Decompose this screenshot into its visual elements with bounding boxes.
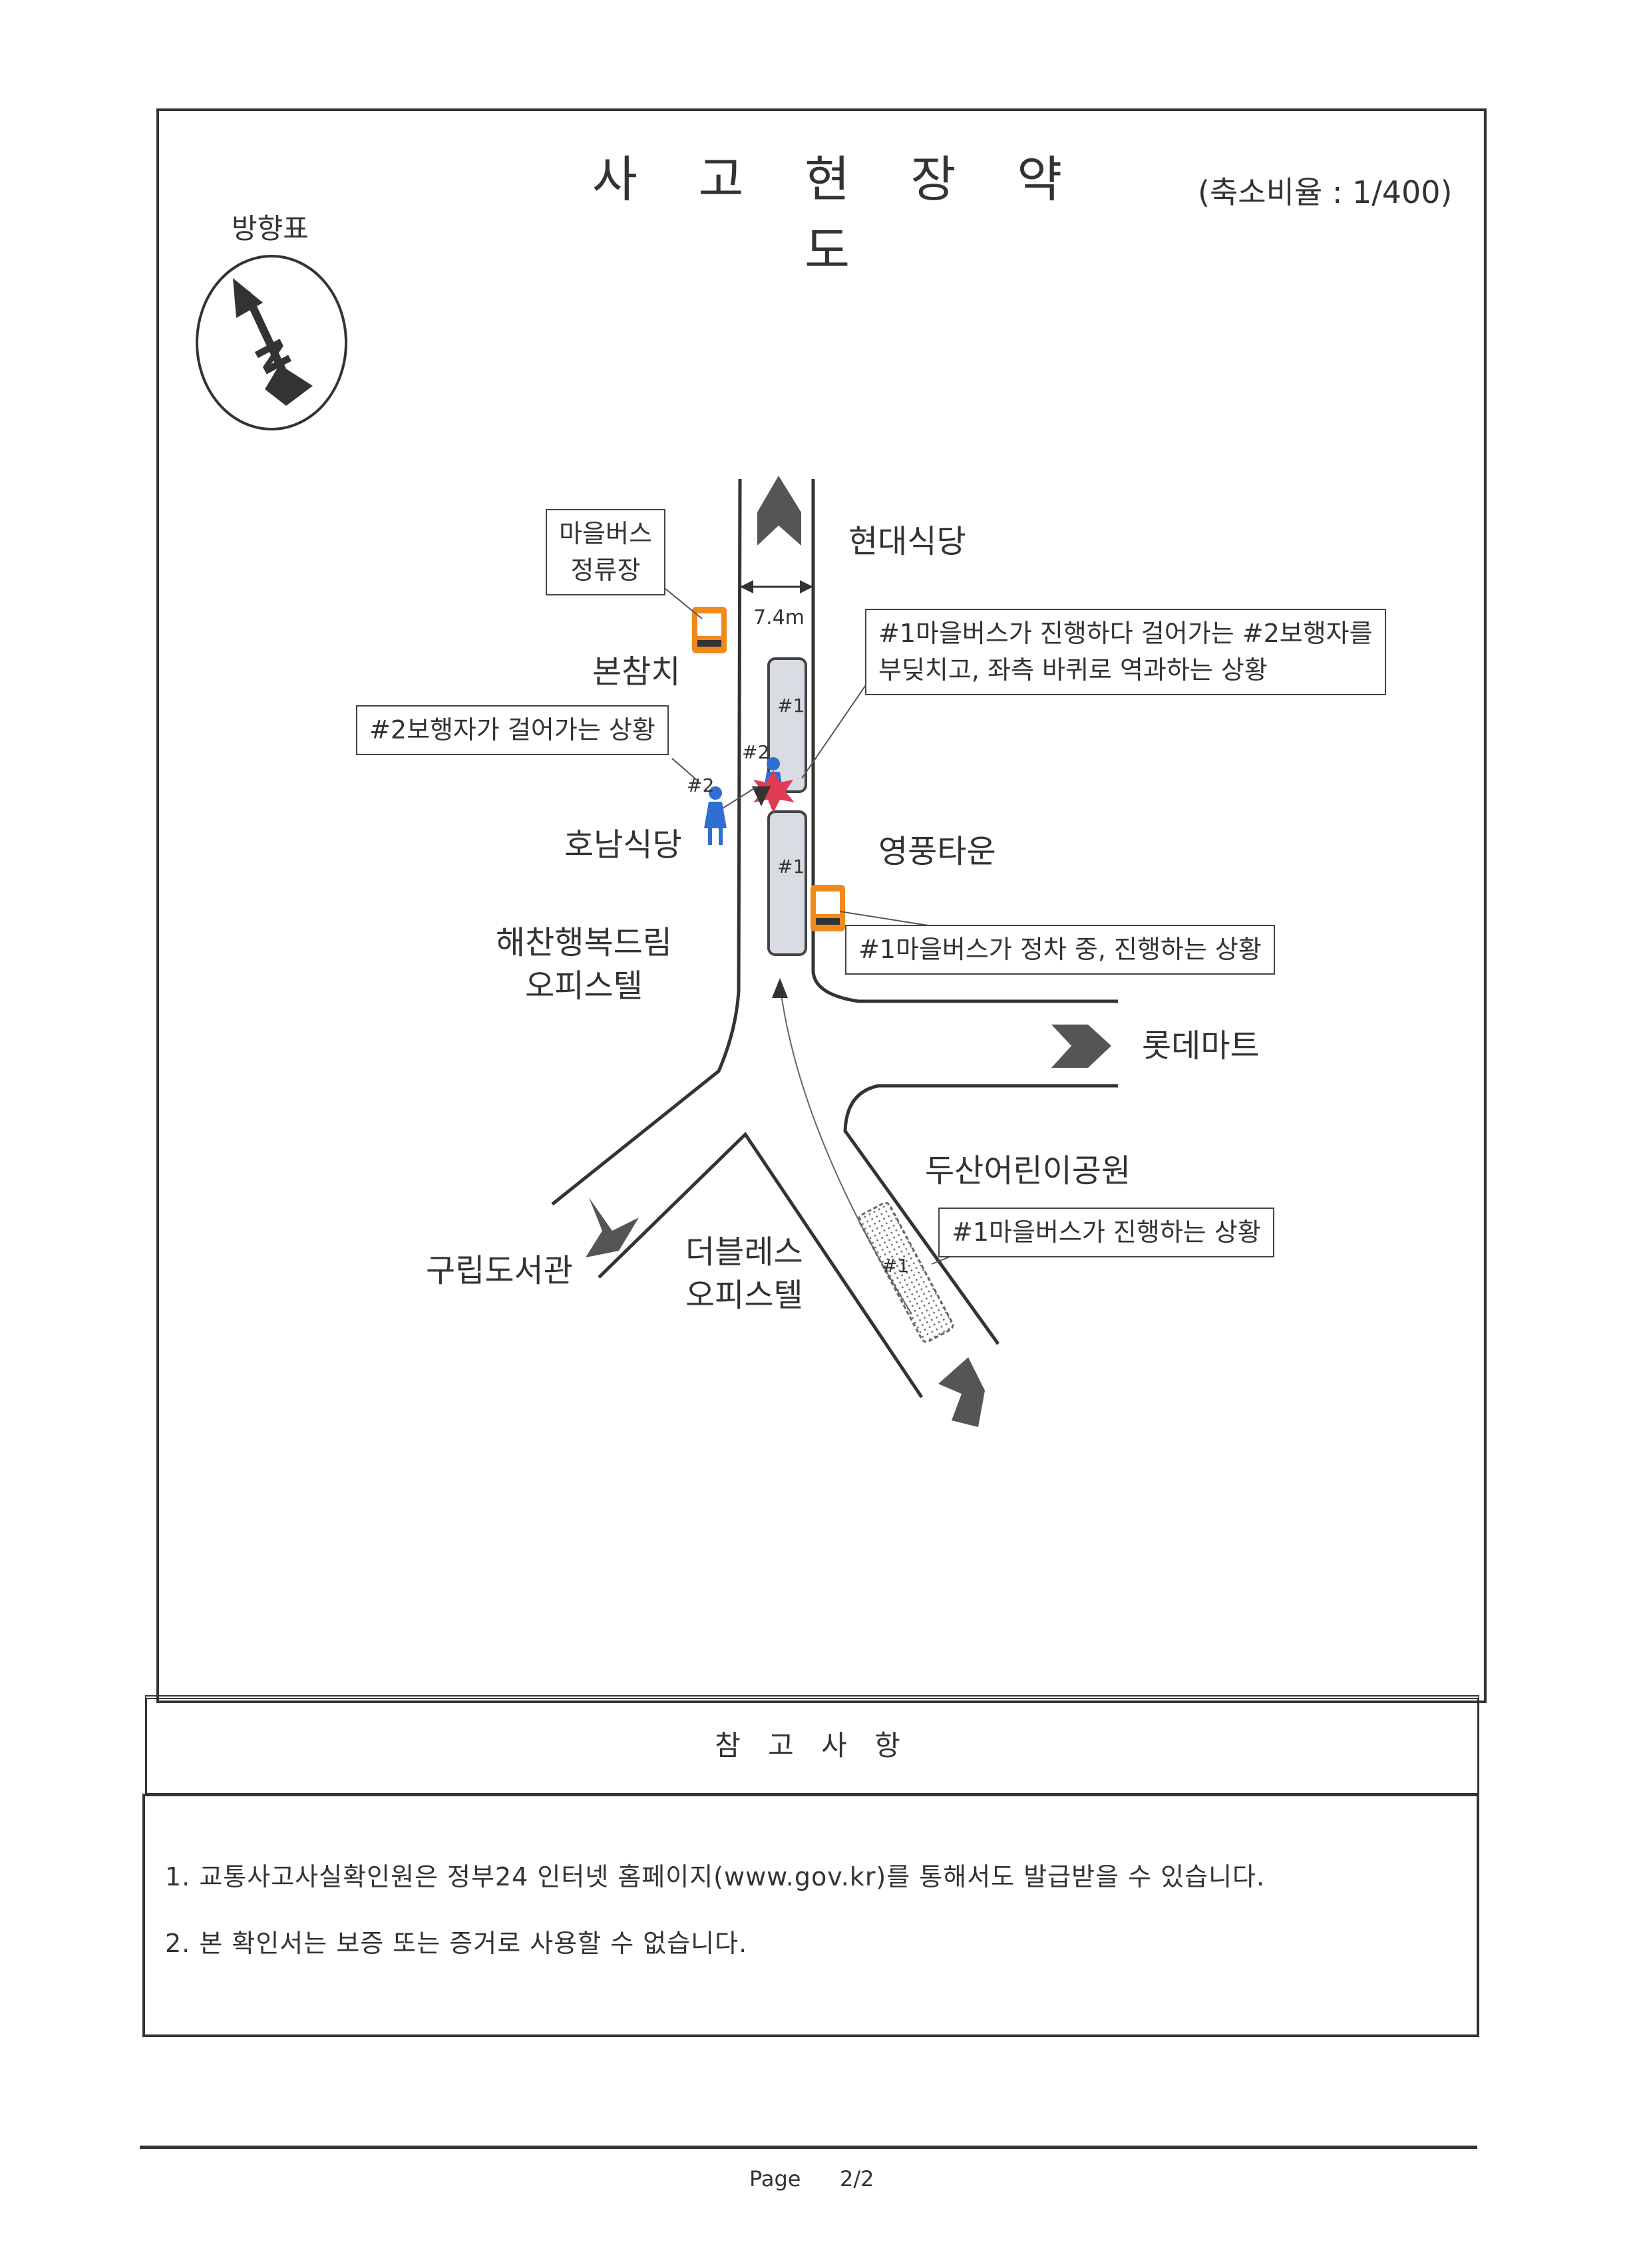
reference-note: 1. 교통사고사실확인원은 정부24 인터넷 홈페이지(www.gov.kr)를… <box>165 1862 1266 1891</box>
north-arrow-icon: N <box>196 255 347 430</box>
pedestrian-walking-icon <box>704 786 727 845</box>
north-road-arrow-icon <box>757 476 801 546</box>
bus-1-start-position <box>858 1202 954 1343</box>
impact-arrow-icon <box>752 786 771 806</box>
place-boncham: 본참치 <box>592 653 681 691</box>
diagram-frame <box>156 108 1487 1703</box>
place-hyundai-restaurant: 현대식당 <box>848 523 966 560</box>
place-honam-restaurant: 호남식당 <box>564 826 682 864</box>
callout-stopped: #1마을버스가 정차 중, 진행하는 상황 <box>845 925 1275 975</box>
bus-marker-label: #1 <box>777 856 805 878</box>
place-lotte-mart: 롯데마트 <box>1142 1027 1260 1064</box>
pedestrian-marker-label: #2 <box>687 774 714 796</box>
compass-label: 방향표 <box>232 212 309 245</box>
place-doubles-officetel: 더블레스 오피스텔 <box>685 1233 803 1314</box>
reference-body-frame <box>142 1794 1479 2037</box>
reference-title: 참 고 사 항 <box>715 1729 910 1762</box>
south-road-arrow-icon <box>938 1357 985 1427</box>
callout-pedestrian: #2보행자가 걸어가는 상황 <box>356 705 669 756</box>
bus-travel-path <box>779 984 912 1315</box>
bus-marker-label: #1 <box>777 695 805 717</box>
page-label: Page <box>749 2166 801 2191</box>
bus-1-stopped-position <box>767 810 807 956</box>
place-haechan-officetel: 해찬행복드림 오피스텔 <box>496 924 672 1005</box>
bus-1-collision-position <box>767 657 807 793</box>
pedestrian-marker-label: #2 <box>742 741 769 763</box>
place-doosan-park: 두산어린이공원 <box>925 1152 1131 1190</box>
bus-stop-icon <box>692 607 727 653</box>
road-width-label: 7.4m <box>753 606 805 629</box>
east-road-arrow-icon <box>1051 1025 1111 1068</box>
road-width-dimension <box>740 580 813 593</box>
page-number: 2/2 <box>840 2166 874 2191</box>
bus-marker-label: #1 <box>882 1255 909 1277</box>
place-yeongpung-town: 영풍타운 <box>878 833 996 870</box>
callout-moving: #1마을버스가 진행하는 상황 <box>938 1208 1274 1258</box>
collision-icon <box>753 770 795 813</box>
callout-bus-stop: 마을버스 정류장 <box>546 509 665 596</box>
bus-stop-icon <box>811 885 845 931</box>
page-title: 사 고 현 장 약 도 <box>592 151 1085 279</box>
west-road-arrow-icon <box>586 1198 639 1257</box>
scale-ratio: (축소비율 : 1/400) <box>1198 174 1453 210</box>
callout-collision: #1마을버스가 진행하다 걸어가는 #2보행자를 부딪치고, 좌측 바퀴로 역과… <box>865 609 1386 696</box>
travel-arrow-icon <box>772 978 788 998</box>
reference-note: 2. 본 확인서는 보증 또는 증거로 사용할 수 없습니다. <box>165 1929 748 1958</box>
road-outline <box>551 478 1118 1398</box>
footer-divider <box>140 2146 1477 2149</box>
place-gurip-library: 구립도서관 <box>426 1252 573 1289</box>
